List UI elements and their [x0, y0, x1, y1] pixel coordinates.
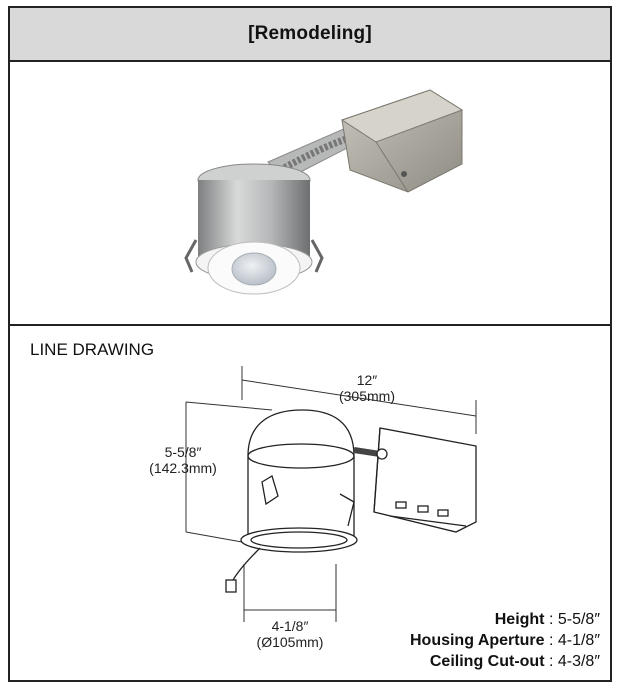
aperture-dimension: 4-1/8″ (Ø105mm): [244, 618, 336, 650]
spec-height: Height : 5-5/8″: [410, 609, 600, 630]
spec-aperture-value: 4-1/8″: [557, 632, 600, 649]
spec-sheet-frame: [Remodeling]: [8, 6, 612, 682]
length-inches: 12″: [356, 372, 378, 388]
spec-aperture-sep: :: [544, 632, 558, 649]
line-drawing-label: LINE DRAWING: [30, 340, 155, 359]
line-drawing: [185, 366, 477, 622]
spec-cutout-value: 4-3/8″: [557, 653, 600, 670]
spec-cutout-label: Ceiling Cut-out: [429, 653, 545, 670]
header-bar: [Remodeling]: [10, 8, 610, 62]
recessed-light-photo: [184, 89, 464, 295]
length-mm: (305mm): [338, 388, 395, 404]
product-photo: [10, 62, 610, 326]
aperture-mm: (Ø105mm): [256, 634, 324, 650]
header-title: [Remodeling]: [248, 23, 372, 44]
height-dimension: 5-5/8″ (142.3mm): [140, 444, 226, 476]
spec-cutout-sep: :: [544, 653, 558, 670]
line-drawing-section: LINE DRAWING: [10, 326, 610, 682]
spec-ceiling-cutout: Ceiling Cut-out : 4-3/8″: [410, 651, 600, 672]
aperture-inches: 4-1/8″: [271, 618, 309, 634]
spec-housing-aperture: Housing Aperture : 4-1/8″: [410, 630, 600, 651]
spec-height-value: 5-5/8″: [557, 611, 600, 628]
height-inches: 5-5/8″: [164, 444, 202, 460]
length-dimension: 12″ (305mm): [332, 372, 402, 404]
height-mm: (142.3mm): [149, 460, 217, 476]
spec-list: Height : 5-5/8″ Housing Aperture : 4-1/8…: [410, 609, 600, 672]
spec-aperture-label: Housing Aperture: [409, 632, 545, 649]
spec-height-label: Height: [494, 611, 545, 628]
spec-height-sep: :: [544, 611, 558, 628]
